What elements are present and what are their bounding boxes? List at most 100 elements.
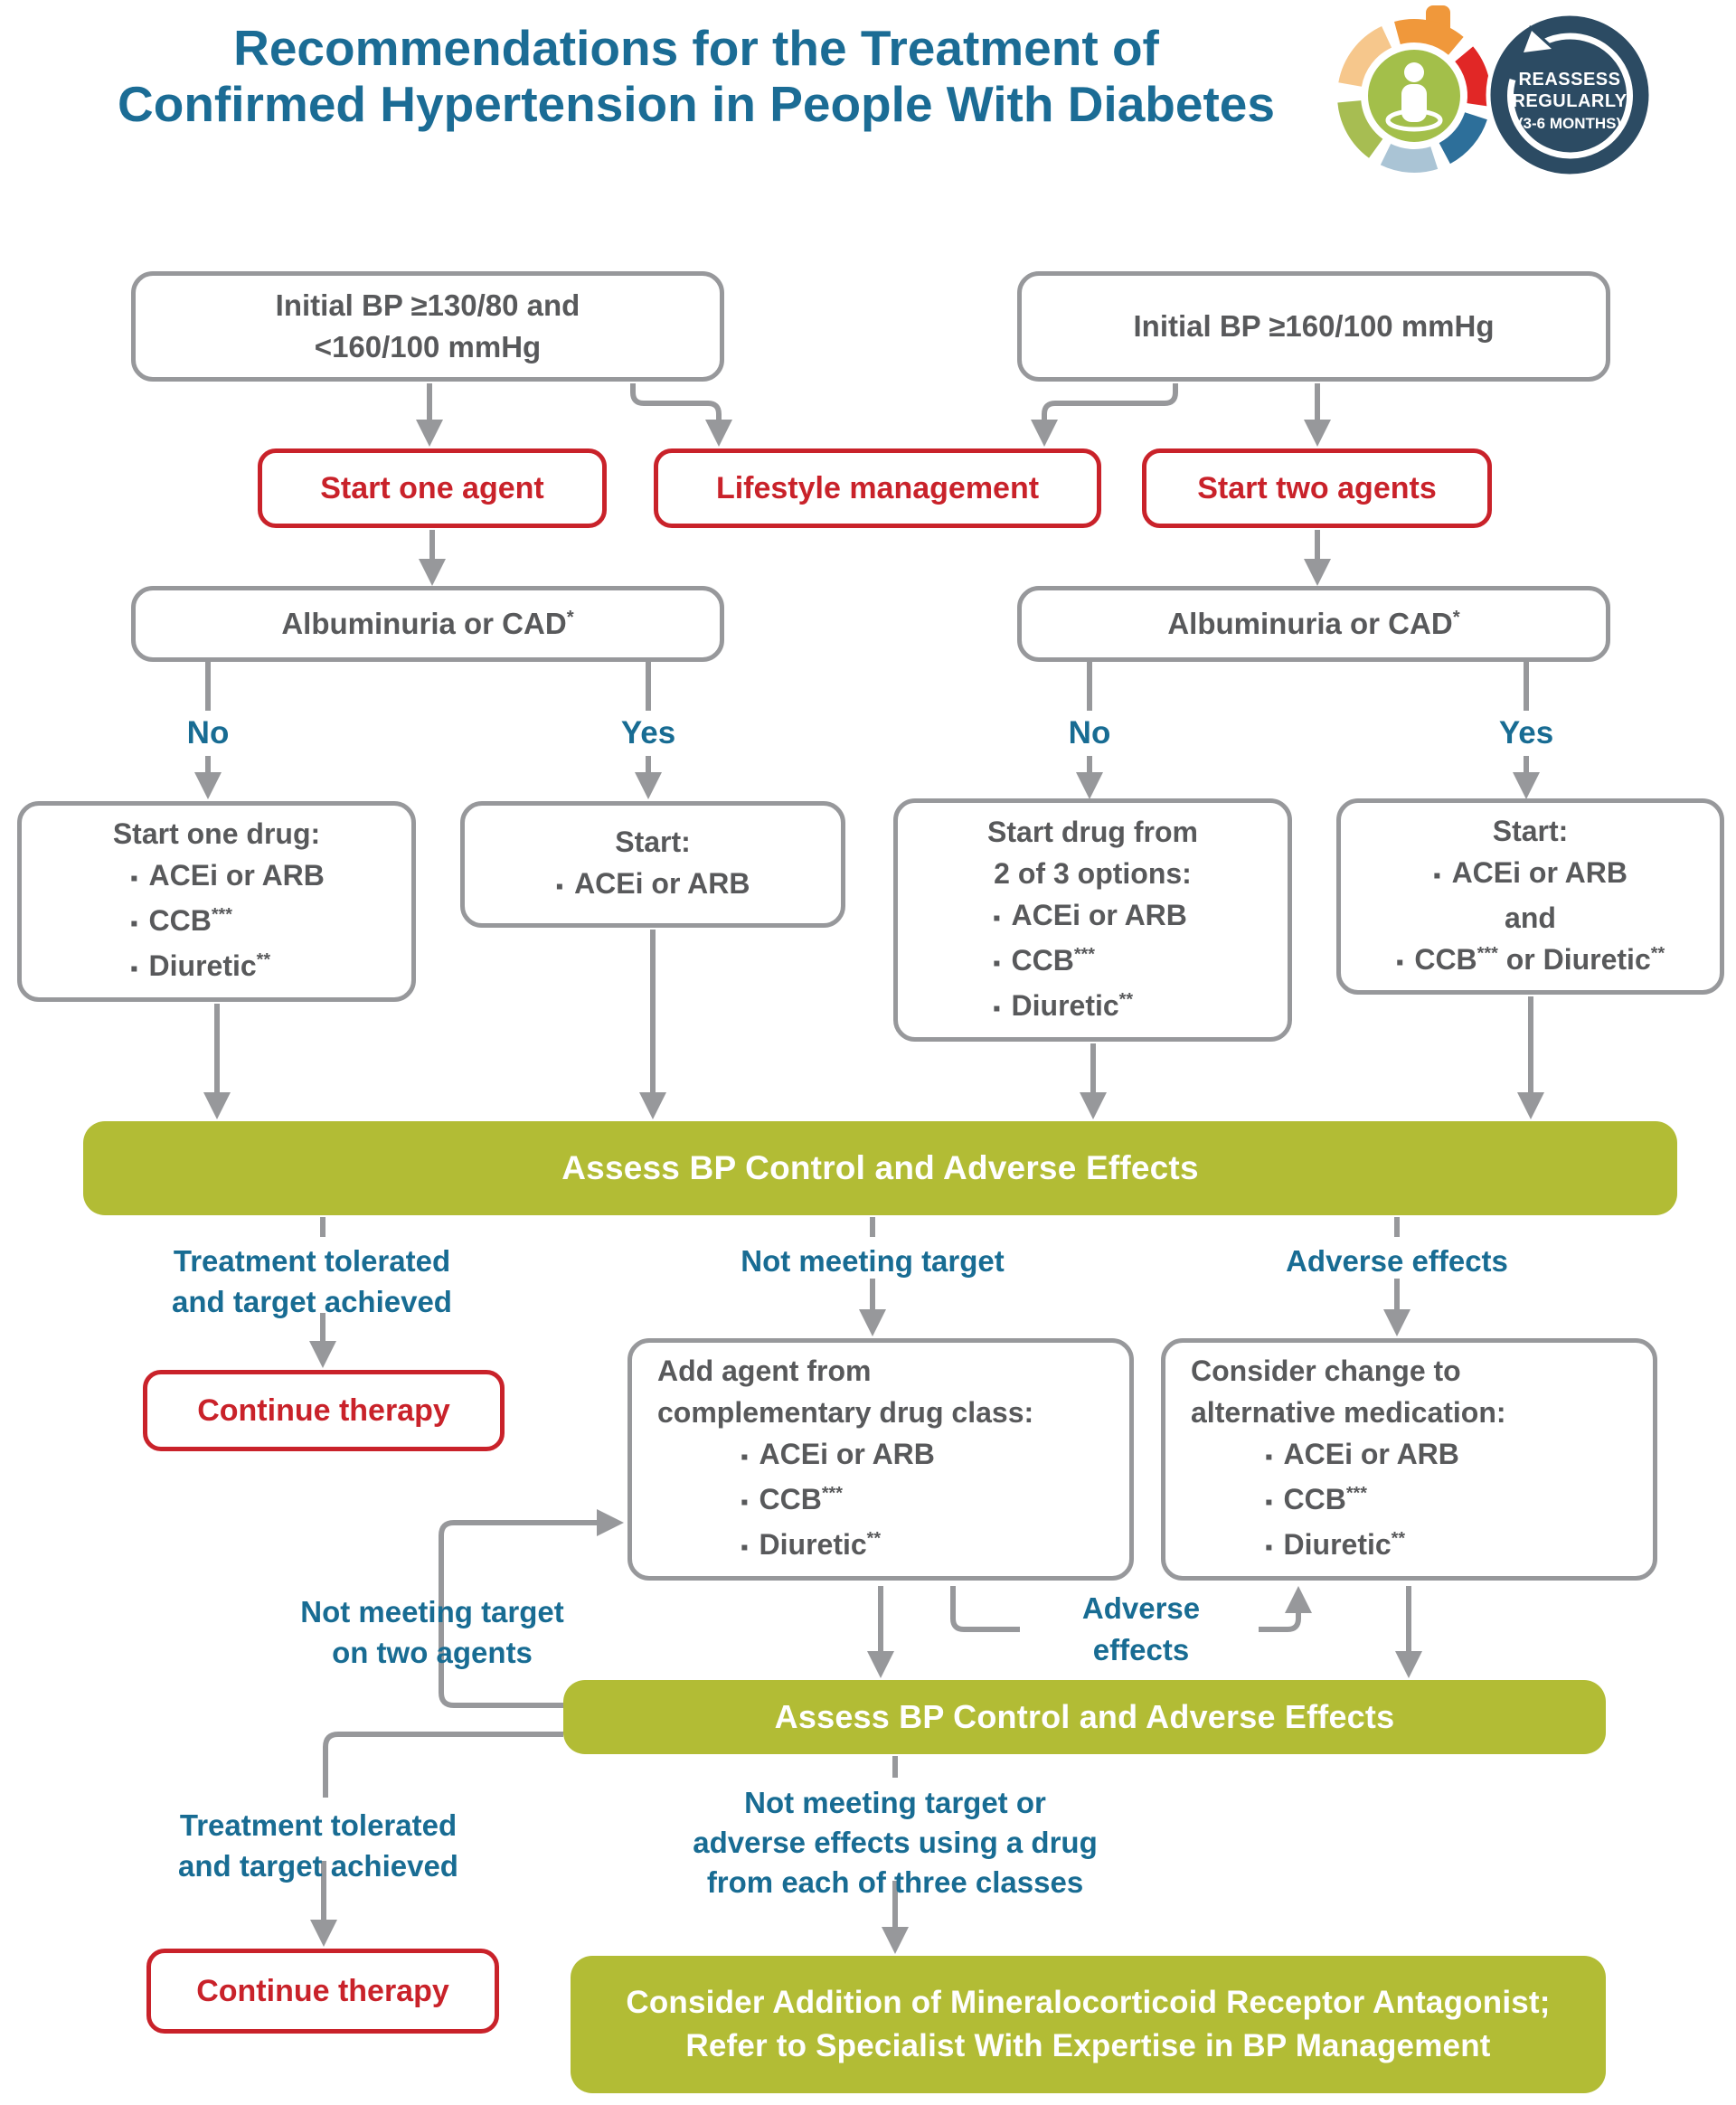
badge-line1: REASSESS (1519, 70, 1621, 90)
bullet-text: Diuretic** (1283, 1528, 1406, 1561)
combination-connector: and (1505, 901, 1556, 934)
bullet-icon: ▪ (555, 874, 564, 899)
node-continue-therapy-1: Continue therapy (143, 1370, 505, 1451)
bullet-text: Diuretic** (759, 1528, 882, 1561)
bullet-text: CCB*** (1283, 1483, 1367, 1515)
bullet-text: ACEi or ARB (1011, 898, 1187, 931)
bullet-icon: ▪ (1265, 1445, 1273, 1469)
final-recommendation-line2: Refer to Specialist With Expertise in BP… (685, 2028, 1491, 2063)
lifestyle-management-label: Lifestyle management (715, 470, 1040, 505)
bullet-text: ACEi or ARB (1283, 1438, 1459, 1470)
combination-title: Start: (1492, 814, 1569, 847)
care-cycle-icon (1337, 5, 1491, 173)
cycle-arrow-icon (1507, 33, 1633, 159)
assess-2-label: Assess BP Control and Adverse Effects (774, 1698, 1395, 1735)
adverse-effects-2-line1: Adverse (1081, 1591, 1201, 1625)
not-meeting-three-line2: adverse effects using a drug (693, 1826, 1098, 1859)
badge-line2: REGULARLY (1512, 91, 1627, 111)
bullet-icon: ▪ (1265, 1535, 1273, 1560)
bp-moderate-line1: Initial BP ≥130/80 and (275, 288, 580, 322)
label-treatment-tolerated-2: Treatment tolerated and target achieved (178, 1805, 458, 1886)
add-agent-title1: Add agent from (657, 1355, 872, 1387)
final-recommendation-line1: Consider Addition of Mineralocorticoid R… (626, 1985, 1551, 2020)
bullet-icon: ▪ (993, 996, 1001, 1021)
bullet-text: ACEi or ARB (574, 867, 750, 900)
two-of-three-title1: Start drug from (987, 815, 1198, 848)
start-two-agents-label: Start two agents (1197, 470, 1437, 505)
continue-therapy-2-label: Continue therapy (196, 1973, 449, 2008)
bullet-icon: ▪ (993, 950, 1001, 976)
node-start-two-agents: Start two agents (1142, 448, 1492, 528)
bullet-text: Diuretic** (148, 949, 271, 982)
label-not-meeting-three-classes: Not meeting target or adverse effects us… (693, 1783, 1097, 1902)
label-treatment-tolerated-1: Treatment tolerated and target achieved (172, 1241, 452, 1322)
albuminuria-left-label: Albuminuria or CAD* (281, 607, 574, 640)
bullet-icon: ▪ (741, 1490, 749, 1515)
node-initial-bp-moderate: Initial BP ≥130/80 and <160/100 mmHg (131, 271, 724, 382)
bullet-text: ACEi or ARB (759, 1438, 935, 1470)
node-albuminuria-left: Albuminuria or CAD* (131, 586, 724, 662)
treatment-tolerated-1-line2: and target achieved (172, 1285, 452, 1318)
treatment-tolerated-2-line2: and target achieved (178, 1849, 458, 1883)
bullet-text: CCB*** (148, 904, 232, 937)
not-meeting-on-two-line1: Not meeting target (300, 1595, 564, 1628)
bullet-text: ACEi or ARB (148, 859, 325, 892)
not-meeting-three-line3: from each of three classes (706, 1865, 1084, 1899)
node-start-one-agent: Start one agent (258, 448, 607, 528)
bullet-icon: ▪ (741, 1535, 749, 1560)
node-initial-bp-high: Initial BP ≥160/100 mmHg (1017, 271, 1610, 382)
badge-line3: (3-6 MONTHS) (1518, 115, 1621, 132)
not-meeting-on-two-line2: on two agents (332, 1636, 533, 1669)
adverse-effects-2-line2: effects (1092, 1633, 1190, 1666)
elbow-adverse-left (950, 1586, 1020, 1632)
bullet-icon: ▪ (1265, 1490, 1273, 1515)
page-title-line2: Confirmed Hypertension in People With Di… (118, 76, 1275, 132)
bullet-icon: ▪ (1395, 949, 1404, 975)
bp-high-line1: Initial BP ≥160/100 mmHg (1133, 309, 1495, 343)
node-consider-change: Consider change to alternative medicatio… (1161, 1338, 1657, 1581)
elbow-adverse-right-arrow (1259, 1586, 1312, 1632)
bullet-icon: ▪ (130, 911, 138, 936)
bullet-text: CCB*** or Diuretic** (1414, 942, 1665, 976)
page-title: Recommendations for the Treatment of Con… (36, 20, 1356, 132)
node-albuminuria-right: Albuminuria or CAD* (1017, 586, 1610, 662)
label-not-meeting-on-two: Not meeting target on two agents (300, 1591, 564, 1673)
add-agent-title2: complementary drug class: (657, 1396, 1034, 1429)
bullet-icon: ▪ (741, 1445, 749, 1469)
bullet-text: ACEi or ARB (1451, 855, 1628, 889)
reassess-badge: REASSESS REGULARLY (3-6 MONTHS) (1486, 11, 1654, 179)
assess-1-label: Assess BP Control and Adverse Effects (561, 1149, 1199, 1186)
node-start-combination: Start: ▪ ACEi or ARB and ▪ CCB*** or Diure… (1336, 798, 1724, 995)
bullet-text: CCB*** (1011, 943, 1095, 977)
consider-change-title1: Consider change to (1191, 1355, 1461, 1387)
start-one-agent-label: Start one agent (320, 470, 544, 505)
not-meeting-three-line1: Not meeting target or (744, 1786, 1046, 1819)
node-start-acei-arb: Start: ▪ ACEi or ARB (460, 801, 845, 928)
elbow-assess2-to-tolerated (323, 1732, 563, 1798)
arrow-bp-high-to-lifestyle (1031, 383, 1178, 447)
node-continue-therapy-2: Continue therapy (146, 1949, 499, 2034)
bar-assess-2: Assess BP Control and Adverse Effects (563, 1680, 1606, 1754)
node-lifestyle-management: Lifestyle management (654, 448, 1101, 528)
page-title-line1: Recommendations for the Treatment of (233, 20, 1159, 76)
bullet-text: CCB*** (759, 1483, 843, 1515)
two-of-three-title2: 2 of 3 options: (994, 856, 1192, 890)
label-not-meeting-target: Not meeting target (741, 1244, 1005, 1278)
node-start-one-drug: Start one drug: ▪ ACEi or ARB ▪ CCB*** ▪ Di… (17, 801, 416, 1002)
label-adverse-effects: Adverse effects (1286, 1244, 1508, 1278)
bullet-text: Diuretic** (1011, 988, 1134, 1022)
bullet-icon: ▪ (130, 866, 138, 891)
bullet-icon: ▪ (1433, 863, 1441, 888)
treatment-tolerated-1-line1: Treatment tolerated (173, 1244, 451, 1278)
arrow-bp-moderate-to-lifestyle (630, 383, 732, 447)
start-acei-title: Start: (615, 826, 691, 858)
node-add-agent: Add agent from complementary drug class:… (627, 1338, 1134, 1581)
bullet-icon: ▪ (993, 905, 1001, 930)
continue-therapy-1-label: Continue therapy (197, 1392, 450, 1428)
elbow-loop-to-add-agent (439, 1509, 624, 1708)
bullet-icon: ▪ (130, 957, 138, 981)
bar-assess-1: Assess BP Control and Adverse Effects (83, 1121, 1677, 1215)
start-one-drug-title: Start one drug: (112, 817, 321, 850)
